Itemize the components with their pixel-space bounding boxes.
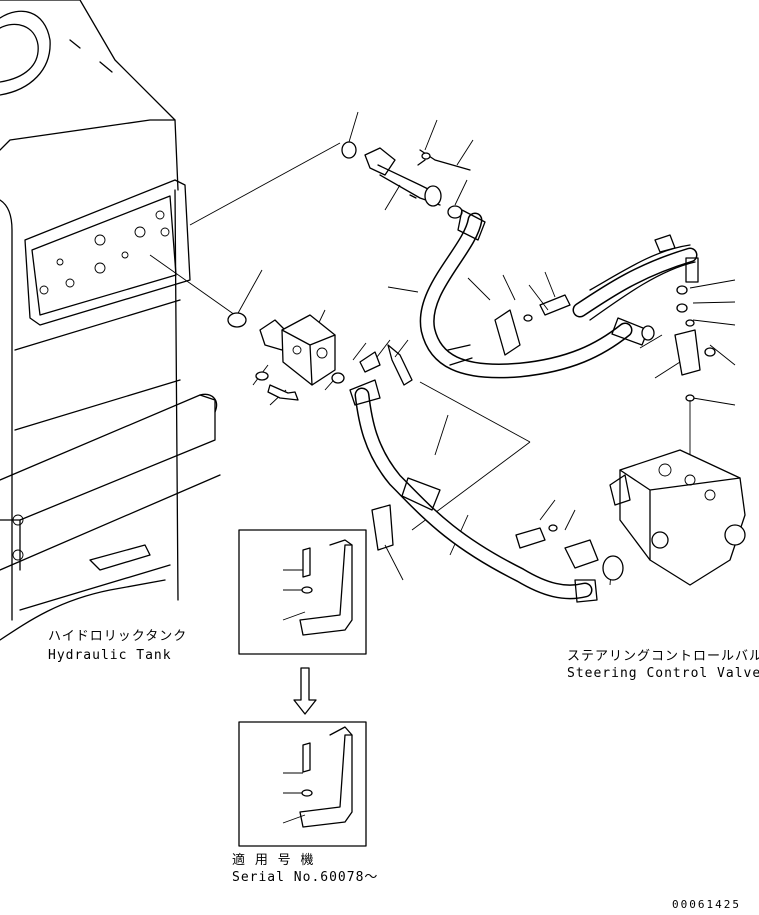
leader-lines xyxy=(149,111,736,586)
clamps-bolts xyxy=(359,285,716,569)
hydraulic-tank-label-jp: ハイドロリックタンク xyxy=(48,629,188,644)
serial-label-en: Serial No.60078～ xyxy=(232,870,379,885)
upper-pipe-fitting xyxy=(341,141,471,219)
steering-valve-label-jp: ステアリングコントロールバルブ xyxy=(567,649,759,664)
down-arrow xyxy=(293,667,317,715)
middle-hose xyxy=(572,234,699,321)
serial-label-jp: 適 用 号 機 xyxy=(232,853,315,868)
upper-hose xyxy=(419,209,655,379)
inset-after xyxy=(238,721,367,847)
steering-control-valve xyxy=(602,400,746,586)
hydraulic-tank-label-en: Hydraulic Tank xyxy=(48,648,172,663)
drawing-number: 00061425 xyxy=(672,898,741,911)
lower-hose xyxy=(349,379,598,603)
inset-before xyxy=(238,529,367,655)
steering-valve-label-en: Steering Control Valve xyxy=(567,666,759,681)
hydraulic-tank xyxy=(0,0,221,641)
adapter-block xyxy=(227,312,345,401)
